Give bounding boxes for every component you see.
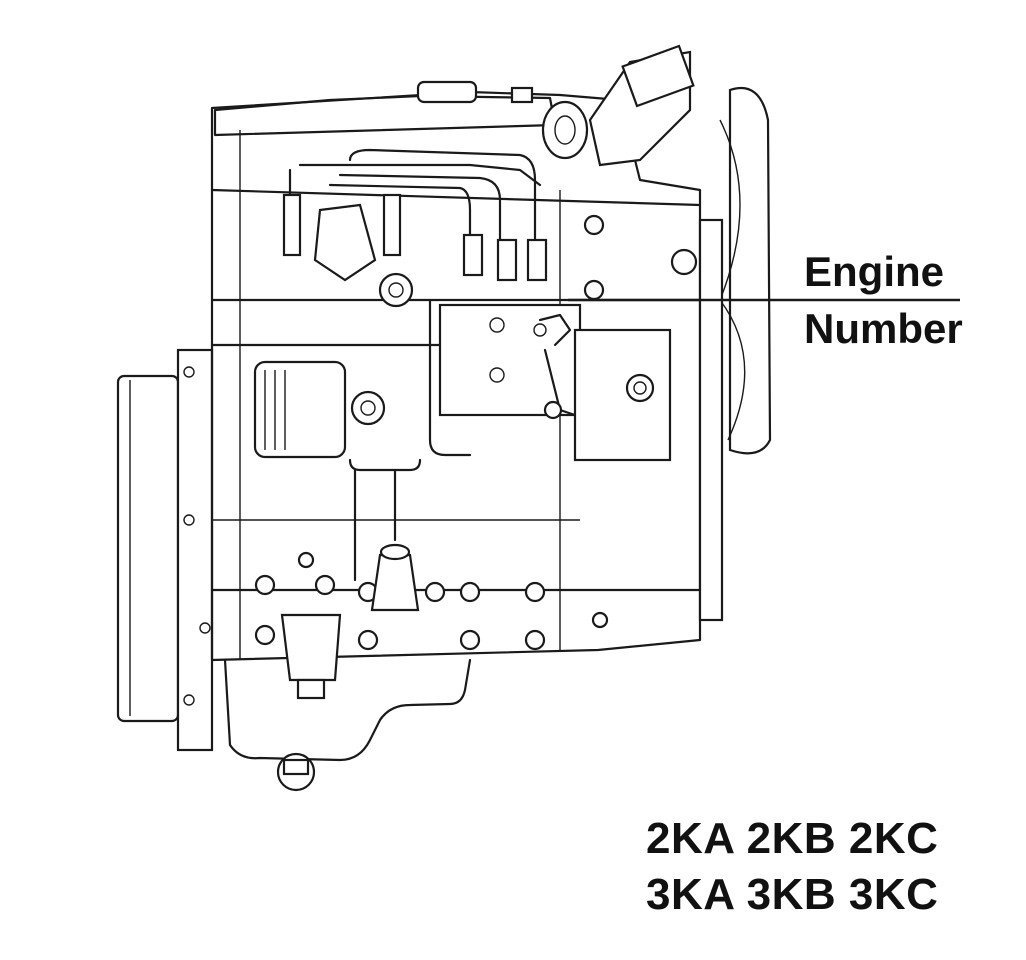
water-outlet <box>313 203 414 308</box>
valve-cover <box>213 80 557 137</box>
engine-number-label-line2: Number <box>804 305 963 352</box>
injectors <box>282 193 548 282</box>
oil-pan <box>223 658 472 792</box>
fuel-filter <box>253 360 386 459</box>
engine-number-label-line1: Engine <box>804 248 945 295</box>
block-bolts <box>254 551 609 651</box>
cooling-fan <box>698 86 772 622</box>
injection-pump <box>438 303 602 442</box>
governor-housing <box>573 214 698 462</box>
sediment-bowl <box>280 543 420 700</box>
fuel-hoses <box>348 298 472 582</box>
flywheel <box>116 348 214 752</box>
model-list-line1: 2KA 2KB 2KC <box>646 814 939 863</box>
model-list-line2: 3KA 3KB 3KC <box>646 870 939 919</box>
air-inlet-elbow <box>541 44 695 167</box>
